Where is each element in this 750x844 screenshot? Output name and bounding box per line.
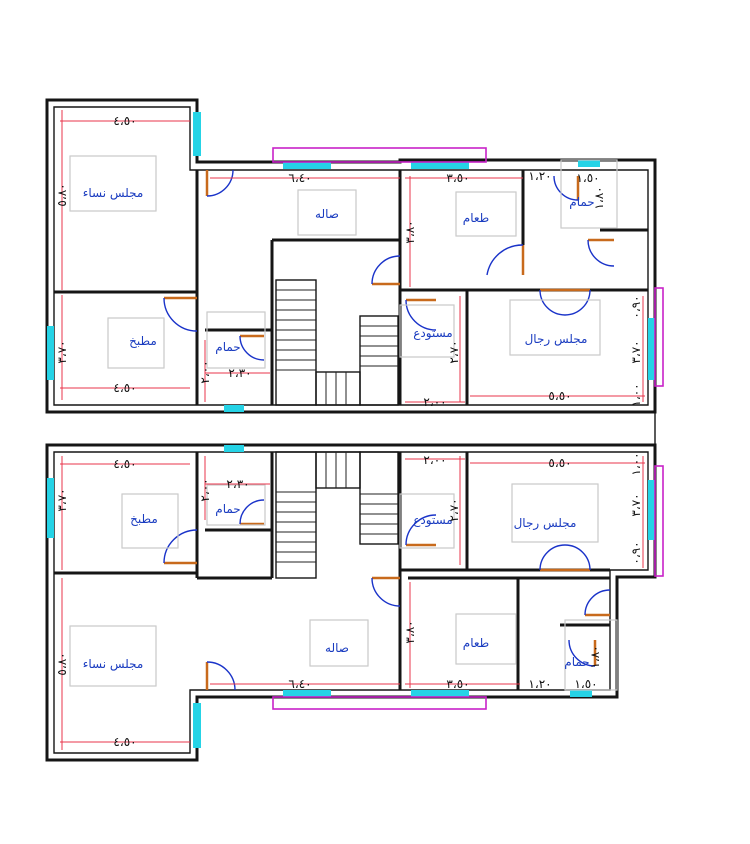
- stairs: [276, 289, 398, 405]
- room-label-storage: مستودع: [413, 513, 452, 528]
- dim-dining-height: ٣،٨٠: [403, 620, 417, 643]
- room-label-storage: مستودع: [413, 326, 452, 341]
- room-label-kitchen: مطبخ: [130, 512, 158, 526]
- dim-bath-height: ٢،٠٠: [198, 360, 212, 383]
- dim-small-w2: ١،٥٠: [576, 171, 599, 185]
- dim-storage-width: ٢،٠٠: [423, 395, 446, 409]
- window: [648, 318, 655, 380]
- dim-bath-width: ٢،٣٠: [228, 366, 251, 380]
- unit-top: مجلس نساء صاله طعام حمام مطبخ حمام مستود…: [45, 98, 664, 414]
- room-label-women-majlis: مجلس نساء: [83, 186, 144, 201]
- dim-small-h: ١،٨٠: [592, 186, 606, 209]
- dim-women-width: ٤،٥٠: [113, 114, 136, 128]
- stairs: [276, 452, 398, 563]
- dim-kitchen-height: ٣،٧٠: [55, 488, 69, 511]
- window: [193, 703, 201, 748]
- balcony: [272, 696, 487, 710]
- room-label-kitchen: مطبخ: [129, 334, 157, 348]
- dim-storage-height: ٢،٧٠: [447, 340, 461, 363]
- dim-kitchen-width: ٤،٥٠: [113, 381, 136, 395]
- outer-wall: [45, 443, 657, 762]
- window: [570, 690, 592, 697]
- dim-dining-width: ٣،٥٠: [446, 171, 469, 185]
- room-label-men-majlis: مجلس رجال: [525, 332, 588, 347]
- balcony: [272, 147, 487, 163]
- window: [411, 690, 469, 697]
- room-label-men-majlis: مجلس رجال: [514, 516, 577, 531]
- dim-hall-width: ٦،٤٠: [288, 171, 311, 185]
- window: [224, 445, 244, 452]
- dim-dining-height: ٣،٨٠: [403, 220, 417, 243]
- room-label-bathroom: حمام: [215, 340, 240, 354]
- dim-small-w: ١،٢٠: [528, 677, 551, 691]
- dim-small-w2: ١،٥٠: [574, 677, 597, 691]
- window: [47, 478, 54, 538]
- dim-men-height-2: ٠،٩٠: [629, 295, 643, 318]
- dim-small-w: ١،٢٠: [528, 169, 551, 183]
- room-label-hall: صاله: [315, 207, 339, 221]
- window: [47, 326, 54, 380]
- room-label-bathroom-small: حمام: [569, 195, 594, 209]
- dim-storage-height: ٢،٧٠: [447, 498, 461, 521]
- window: [283, 690, 331, 697]
- dim-women-height: ٥،٨٠: [55, 183, 69, 206]
- room-label-dining: طعام: [463, 636, 489, 650]
- window: [648, 480, 655, 540]
- dim-men-height: ٣،٧٠: [629, 493, 643, 516]
- window: [224, 405, 244, 412]
- dim-bath-height: ٢،٠٠: [198, 478, 212, 501]
- room-label-bathroom: حمام: [215, 502, 240, 516]
- dim-men-width: ٥،٥٠: [548, 389, 571, 403]
- outer-wall: [45, 98, 657, 414]
- window: [578, 160, 600, 167]
- window: [193, 112, 201, 156]
- doors: [163, 499, 611, 691]
- unit-bottom: مجلس نساء صاله طعام حمام مطبخ حمام مستود…: [45, 443, 664, 762]
- dim-dining-width: ٣،٥٠: [446, 677, 469, 691]
- room-label-bathroom-small: حمام: [564, 655, 589, 669]
- dim-men-width: ٥،٥٠: [548, 456, 571, 470]
- dim-women-width: ٤،٥٠: [113, 735, 136, 749]
- dim-bath-width: ٢،٣٠: [226, 477, 249, 491]
- room-label-dining: طعام: [463, 211, 489, 225]
- dim-women-height: ٥،٨٠: [55, 652, 69, 675]
- dim-men-height: ٣،٧٠: [629, 340, 643, 363]
- dim-men-height-2: ٠،٩٠: [629, 541, 643, 564]
- window: [283, 162, 331, 169]
- dim-men-height-3: ١،٠٠: [629, 452, 643, 475]
- dim-kitchen-height: ٣،٧٠: [55, 340, 69, 363]
- dim-kitchen-width: ٤،٥٠: [113, 457, 136, 471]
- room-label-hall: صاله: [325, 641, 349, 655]
- room-label-women-majlis: مجلس نساء: [83, 657, 144, 672]
- window: [411, 162, 469, 169]
- dim-hall-width: ٦،٤٠: [288, 677, 311, 691]
- dim-men-height-3: ١،٠٠: [629, 383, 643, 406]
- dim-small-h: ١،٨٠: [588, 645, 602, 668]
- dim-storage-width: ٢،٠٠: [423, 453, 446, 467]
